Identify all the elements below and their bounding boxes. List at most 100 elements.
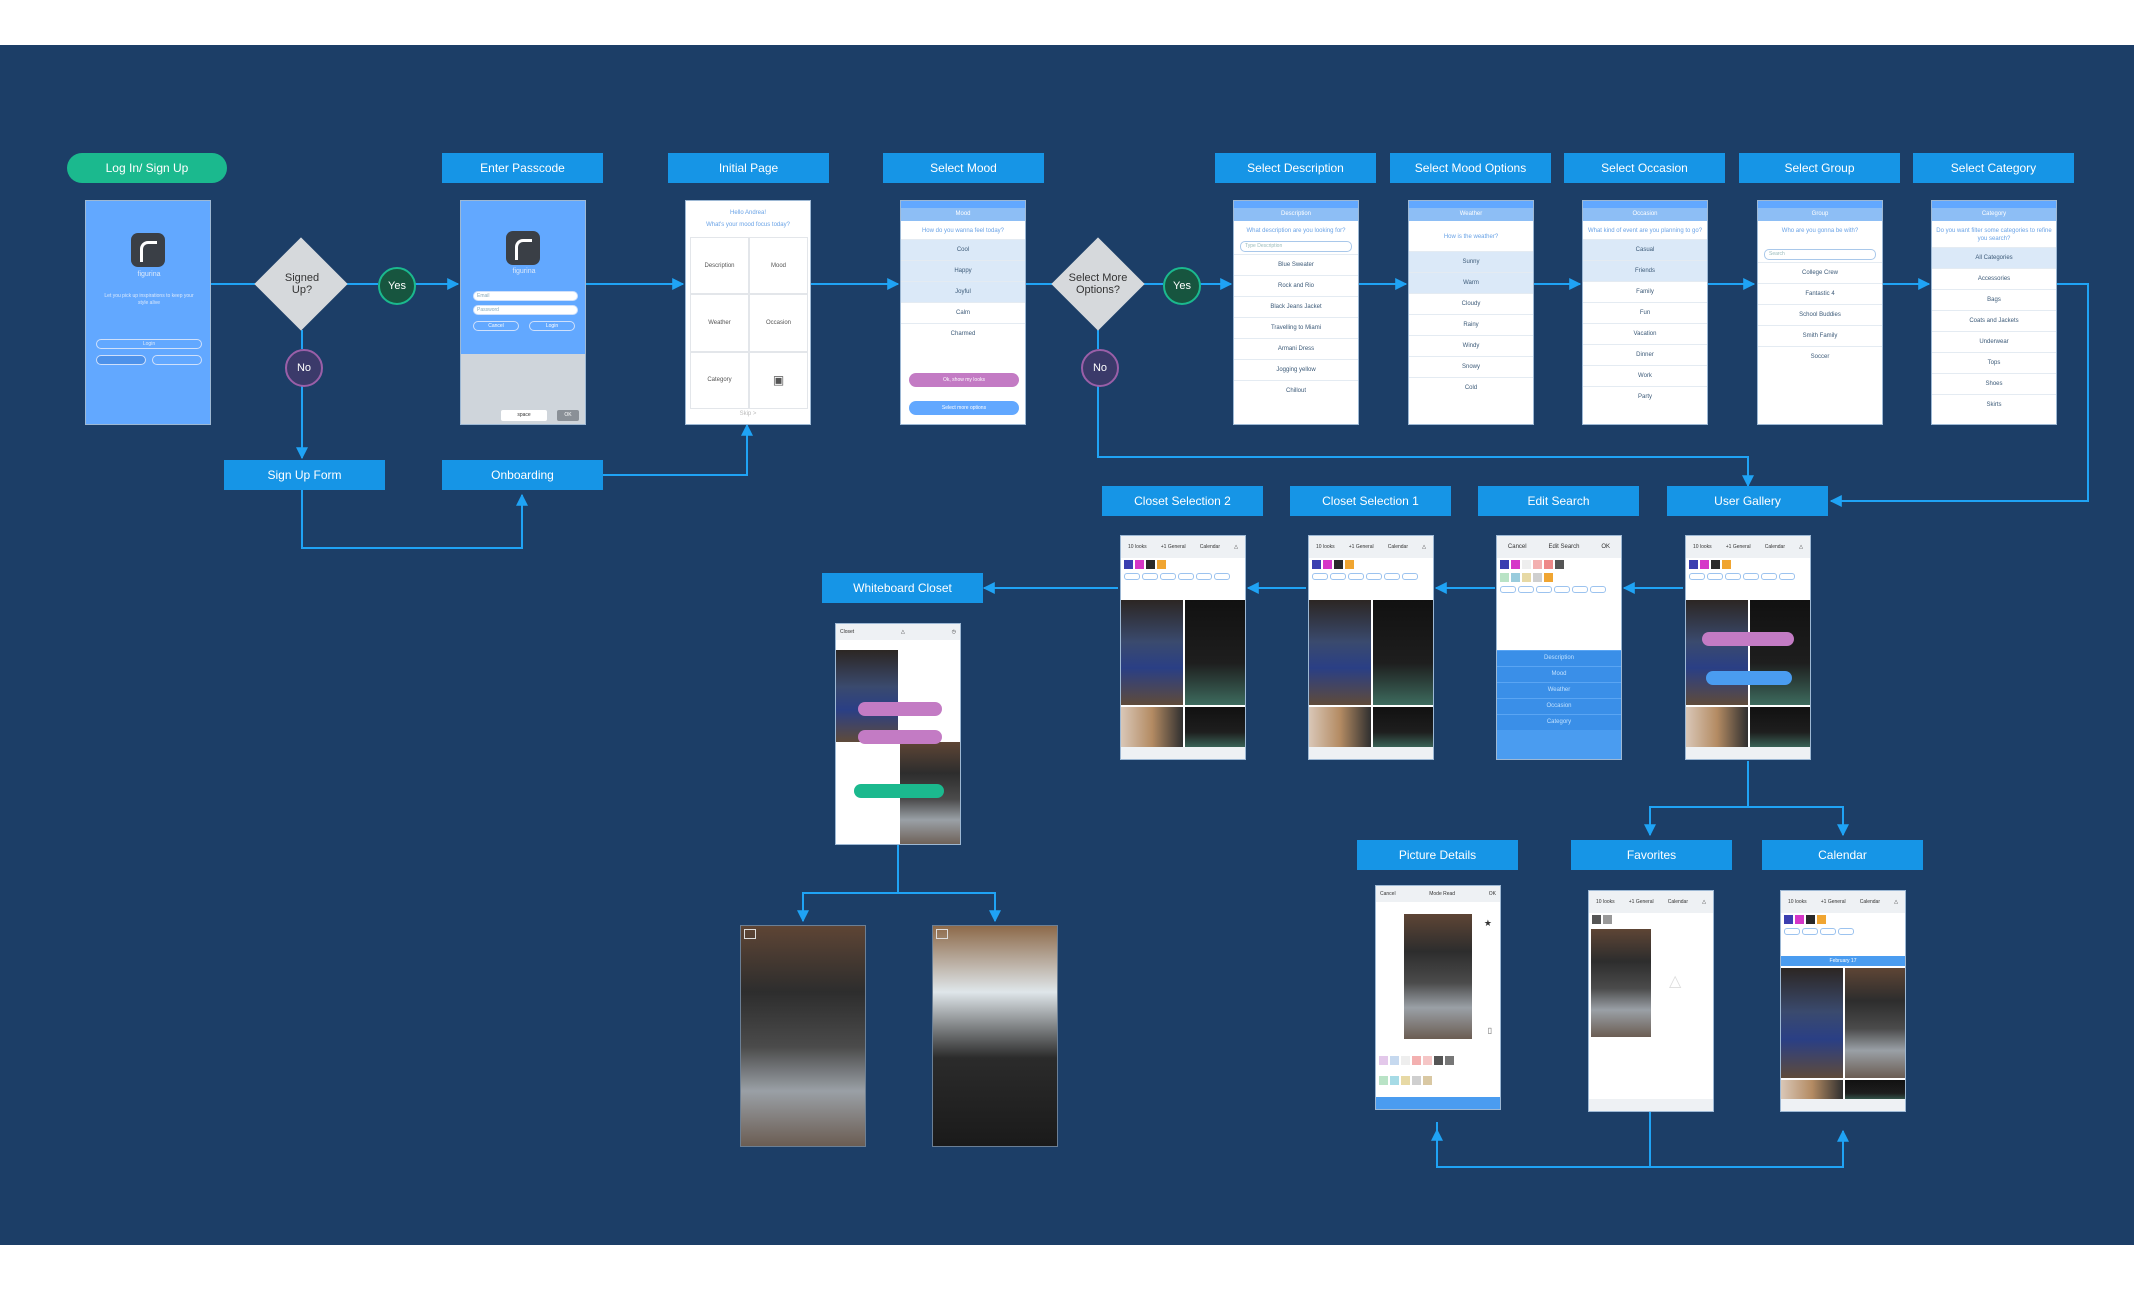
accordion-mood[interactable]: Mood xyxy=(1497,666,1621,682)
bottom-toolbar[interactable] xyxy=(1781,1099,1905,1111)
space-key[interactable]: space xyxy=(501,410,547,421)
clock-icon[interactable]: ◷ xyxy=(951,629,956,635)
outfit-photo[interactable] xyxy=(1750,600,1810,705)
description-item[interactable]: Travelling to Miami xyxy=(1234,317,1358,338)
color-swatches-2[interactable] xyxy=(1497,571,1621,584)
category-item[interactable]: Accessories xyxy=(1932,268,2056,289)
camera-icon[interactable] xyxy=(744,929,756,939)
accordion-category[interactable]: Category xyxy=(1497,714,1621,730)
description-item[interactable]: Chillout xyxy=(1234,380,1358,401)
cell-weather[interactable]: Weather xyxy=(690,294,749,352)
tab-general[interactable]: +1 General xyxy=(1628,899,1654,905)
filter-chips[interactable] xyxy=(1121,571,1245,582)
show-looks-button[interactable]: Ok, show my looks xyxy=(909,373,1019,387)
bottom-toolbar[interactable] xyxy=(1121,747,1245,759)
description-item[interactable]: Rock and Rio xyxy=(1234,275,1358,296)
tab-looks[interactable]: 10 looks xyxy=(1788,899,1807,905)
filter-chips[interactable] xyxy=(1686,571,1810,582)
tab-looks[interactable]: 10 looks xyxy=(1693,544,1712,550)
weather-item[interactable]: Cold xyxy=(1409,377,1533,398)
color-swatches[interactable] xyxy=(1781,913,1905,926)
trash-icon[interactable]: ▯ xyxy=(1487,1026,1492,1035)
outfit-photo[interactable] xyxy=(1404,914,1472,1039)
outfit-photo[interactable] xyxy=(1373,707,1433,749)
accordion-description[interactable]: Description xyxy=(1497,650,1621,666)
category-item[interactable]: All Categories xyxy=(1932,247,2056,268)
occasion-item[interactable]: Dinner xyxy=(1583,344,1707,365)
tab-calendar[interactable]: Calendar xyxy=(1199,544,1220,550)
occasion-item[interactable]: Family xyxy=(1583,281,1707,302)
occasion-item[interactable]: Casual xyxy=(1583,239,1707,260)
gallery-tabs[interactable]: 10 looks +1 General Calendar △ xyxy=(1309,536,1433,558)
color-swatches[interactable] xyxy=(1376,1054,1457,1067)
cell-description[interactable]: Description xyxy=(690,237,749,295)
more-options-button[interactable]: Select more options xyxy=(909,401,1019,415)
filter-chips[interactable] xyxy=(1781,926,1905,937)
mood-item[interactable]: Cool xyxy=(901,239,1025,260)
tab-calendar[interactable]: Calendar xyxy=(1859,899,1880,905)
cancel-link[interactable]: Cancel xyxy=(1380,891,1396,897)
tab-calendar[interactable]: Calendar xyxy=(1387,544,1408,550)
bottom-toolbar[interactable] xyxy=(1376,1097,1500,1109)
skip-link[interactable]: Skip > xyxy=(739,411,757,417)
group-item[interactable]: Smith Family xyxy=(1758,325,1882,346)
group-search[interactable]: Search xyxy=(1764,249,1876,260)
mood-item[interactable]: Charmed xyxy=(901,323,1025,344)
star-icon[interactable]: ★ xyxy=(1483,918,1492,928)
filter-chips[interactable] xyxy=(1497,584,1621,595)
outfit-photo[interactable] xyxy=(836,650,898,742)
hanger-icon[interactable]: △ xyxy=(1422,544,1426,550)
mood-item[interactable]: Joyful xyxy=(901,281,1025,302)
ok-key[interactable]: OK xyxy=(557,410,579,421)
outfit-photo[interactable] xyxy=(1309,600,1371,705)
outfit-photo[interactable] xyxy=(1185,707,1245,749)
outfit-photo[interactable] xyxy=(1750,707,1810,749)
bottom-toolbar[interactable] xyxy=(1686,747,1810,759)
category-item[interactable]: Underwear xyxy=(1932,331,2056,352)
category-item[interactable]: Shoes xyxy=(1932,373,2056,394)
group-item[interactable]: Fantastic 4 xyxy=(1758,283,1882,304)
login-submit-button[interactable]: Login xyxy=(529,321,575,331)
login-button[interactable]: Login xyxy=(96,339,202,349)
description-item[interactable]: Blue Sweater xyxy=(1234,254,1358,275)
cell-category[interactable]: Category xyxy=(690,351,749,409)
weather-item[interactable]: Sunny xyxy=(1409,251,1533,272)
hanger-icon[interactable]: △ xyxy=(1234,544,1238,550)
mood-item[interactable]: Happy xyxy=(901,260,1025,281)
tab-calendar[interactable]: Calendar xyxy=(1667,899,1688,905)
description-item[interactable]: Jogging yellow xyxy=(1234,359,1358,380)
email-field[interactable]: Email xyxy=(473,291,578,301)
mood-item[interactable]: Calm xyxy=(901,302,1025,323)
weather-item[interactable]: Cloudy xyxy=(1409,293,1533,314)
color-swatches[interactable] xyxy=(1121,558,1245,571)
occasion-item[interactable]: Party xyxy=(1583,386,1707,407)
outfit-photo[interactable] xyxy=(1781,968,1843,1078)
description-search[interactable]: Type Description xyxy=(1240,241,1352,252)
group-item[interactable]: School Buddies xyxy=(1758,304,1882,325)
outfit-photo[interactable] xyxy=(1309,707,1371,749)
keyboard[interactable]: space OK xyxy=(461,354,585,424)
cancel-link[interactable]: Cancel xyxy=(1507,544,1527,550)
occasion-item[interactable]: Work xyxy=(1583,365,1707,386)
cell-mood[interactable]: Mood xyxy=(749,237,808,295)
color-swatches[interactable] xyxy=(1497,558,1621,571)
outfit-photo[interactable] xyxy=(1591,929,1651,1037)
group-item[interactable]: Soccer xyxy=(1758,346,1882,367)
hanger-icon[interactable]: △ xyxy=(1799,544,1803,550)
photo-detail-right[interactable] xyxy=(932,925,1058,1147)
tab-looks[interactable]: 10 looks xyxy=(1596,899,1615,905)
hanger-icon[interactable]: △ xyxy=(900,629,905,635)
ok-link[interactable]: OK xyxy=(1488,891,1496,897)
gallery-tabs[interactable]: 10 looks +1 General Calendar △ xyxy=(1589,891,1713,913)
color-swatches[interactable] xyxy=(1686,558,1810,571)
color-swatches[interactable] xyxy=(1309,558,1433,571)
tab-looks[interactable]: 10 looks xyxy=(1316,544,1335,550)
gallery-tabs[interactable]: 10 looks +1 General Calendar △ xyxy=(1686,536,1810,558)
description-item[interactable]: Black Jeans Jacket xyxy=(1234,296,1358,317)
outfit-photo[interactable] xyxy=(1845,1080,1905,1102)
filter-chips[interactable] xyxy=(1309,571,1433,582)
description-item[interactable]: Armani Dress xyxy=(1234,338,1358,359)
photo-detail-left[interactable] xyxy=(740,925,866,1147)
category-item[interactable]: Skirts xyxy=(1932,394,2056,415)
tab-looks[interactable]: 10 looks xyxy=(1128,544,1147,550)
